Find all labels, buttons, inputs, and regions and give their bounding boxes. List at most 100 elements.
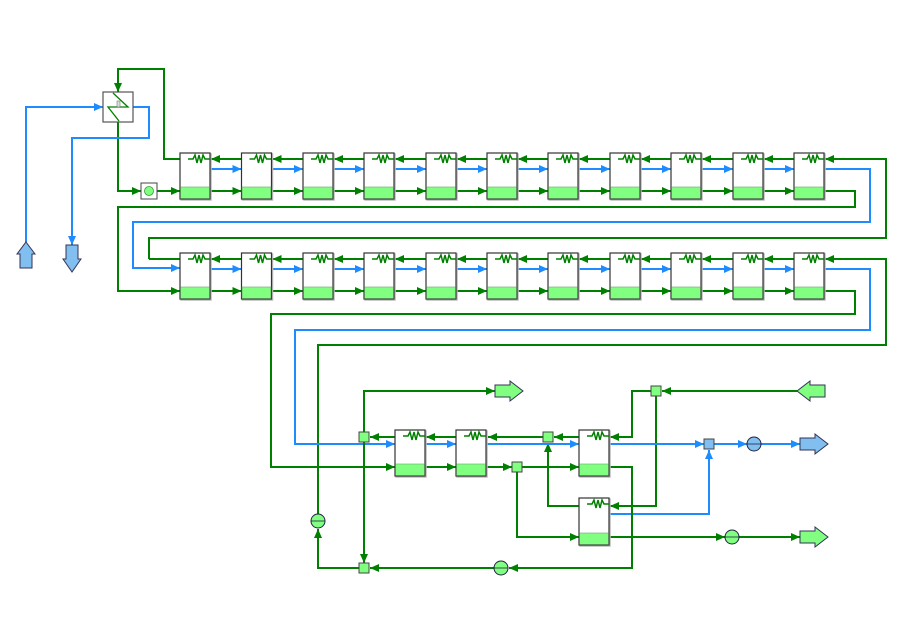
flow-arrow-icon	[716, 533, 725, 541]
flow-arrow-icon	[579, 155, 588, 163]
stream-line[interactable]	[117, 68, 180, 160]
liquid-level	[487, 286, 517, 299]
flow-arrow-icon	[695, 440, 704, 448]
flow-arrow-icon	[370, 564, 379, 572]
flow-arrow-icon	[702, 255, 711, 263]
stream-line[interactable]	[609, 450, 710, 515]
flow-arrow-icon	[509, 564, 518, 572]
liquid-level	[548, 186, 578, 199]
stream-line[interactable]	[509, 466, 633, 569]
flow-arrow-icon	[785, 265, 794, 273]
flow-arrow-icon	[395, 155, 404, 163]
heater-coil-icon	[495, 252, 517, 264]
flow-arrow-icon	[662, 287, 671, 295]
liquid-level	[610, 186, 640, 199]
liquid-level	[671, 186, 701, 199]
flow-arrow-icon	[132, 187, 141, 195]
flow-arrow-icon	[478, 187, 487, 195]
liquid-level	[364, 186, 394, 199]
liquid-outlet-arrow-top[interactable]	[494, 379, 524, 403]
heater-coil-icon	[249, 252, 272, 264]
stream-line[interactable]	[148, 158, 887, 259]
stream-line[interactable]	[516, 472, 579, 538]
liquid-inlet-arrow[interactable]	[796, 379, 826, 403]
flow-arrow-icon	[232, 187, 242, 195]
flow-arrow-icon	[386, 440, 395, 448]
heater-coil-icon	[587, 429, 609, 441]
flow-arrow-icon	[662, 387, 671, 395]
junction-node[interactable]	[703, 438, 715, 450]
liquid-level	[180, 286, 210, 299]
flow-arrow-icon	[662, 265, 671, 273]
junction-node[interactable]	[650, 385, 662, 397]
liquid-level	[548, 286, 578, 299]
flow-arrow-icon	[724, 187, 733, 195]
heater-coil-icon	[372, 152, 394, 164]
flow-arrow-icon	[601, 265, 610, 273]
stream-line[interactable]	[117, 122, 141, 192]
flow-arrow-icon	[554, 433, 563, 441]
flow-arrow-icon	[724, 165, 733, 173]
stream-line[interactable]	[547, 443, 579, 507]
stream-line[interactable]	[610, 390, 651, 438]
flow-arrow-icon	[360, 554, 368, 563]
stream-line[interactable]	[132, 168, 871, 269]
flow-arrow-icon	[478, 265, 487, 273]
heater-coil-icon	[434, 252, 456, 264]
heater-coil-icon	[587, 497, 609, 509]
liquid-level	[794, 186, 824, 199]
stream-line[interactable]	[363, 390, 495, 432]
flow-arrow-icon	[601, 287, 610, 295]
heater-coil-icon	[556, 152, 578, 164]
liquid-level	[395, 463, 425, 476]
flow-arrow-icon	[294, 265, 303, 273]
flow-arrow-icon	[478, 165, 487, 173]
stream-line[interactable]	[294, 268, 871, 445]
flow-arrow-icon	[114, 83, 122, 92]
valve-indicator-icon	[144, 186, 154, 196]
stream-line[interactable]	[71, 106, 150, 245]
liquid-product-outlet-arrow[interactable]	[799, 525, 829, 549]
flow-arrow-icon	[764, 255, 773, 263]
flow-arrow-icon	[314, 529, 322, 538]
flow-arrow-icon	[662, 165, 671, 173]
vapor-outlet-arrow[interactable]	[62, 244, 82, 273]
flow-arrow-icon	[785, 187, 794, 195]
vapor-product-outlet-arrow[interactable]	[799, 432, 829, 456]
flow-arrow-icon	[272, 255, 282, 263]
junction-node[interactable]	[358, 431, 370, 443]
liquid-level	[456, 463, 486, 476]
flow-arrow-icon	[791, 440, 800, 448]
stream-line[interactable]	[270, 290, 856, 468]
flow-arrow-icon	[544, 443, 552, 452]
flow-arrow-icon	[662, 187, 671, 195]
liquid-level	[671, 286, 701, 299]
heater-coil-icon	[679, 252, 701, 264]
flow-arrow-icon	[610, 502, 619, 510]
junction-node[interactable]	[542, 431, 554, 443]
flow-arrow-icon	[785, 287, 794, 295]
stream-line[interactable]	[610, 396, 657, 507]
flow-arrow-icon	[570, 440, 579, 448]
junction-node[interactable]	[358, 562, 370, 574]
stream-line[interactable]	[317, 529, 359, 569]
stream-line[interactable]	[117, 190, 856, 292]
flow-arrow-icon	[426, 433, 435, 441]
flow-arrow-icon	[232, 265, 242, 273]
flow-arrow-icon	[539, 165, 548, 173]
liquid-level	[303, 286, 333, 299]
flow-arrow-icon	[447, 463, 456, 471]
stream-line[interactable]	[317, 258, 887, 514]
flow-arrow-icon	[334, 255, 343, 263]
heater-coil-icon	[188, 252, 210, 264]
junction-node[interactable]	[511, 461, 523, 473]
flow-arrow-icon	[641, 155, 650, 163]
flow-arrow-icon	[641, 255, 650, 263]
heater-coil-icon	[495, 152, 517, 164]
heater-coil-icon	[311, 252, 333, 264]
stream-line[interactable]	[25, 106, 103, 242]
vapor-inlet-arrow[interactable]	[16, 241, 36, 269]
flow-arrow-icon	[457, 155, 466, 163]
flow-arrow-icon	[702, 155, 711, 163]
heater-coil-icon	[679, 152, 701, 164]
